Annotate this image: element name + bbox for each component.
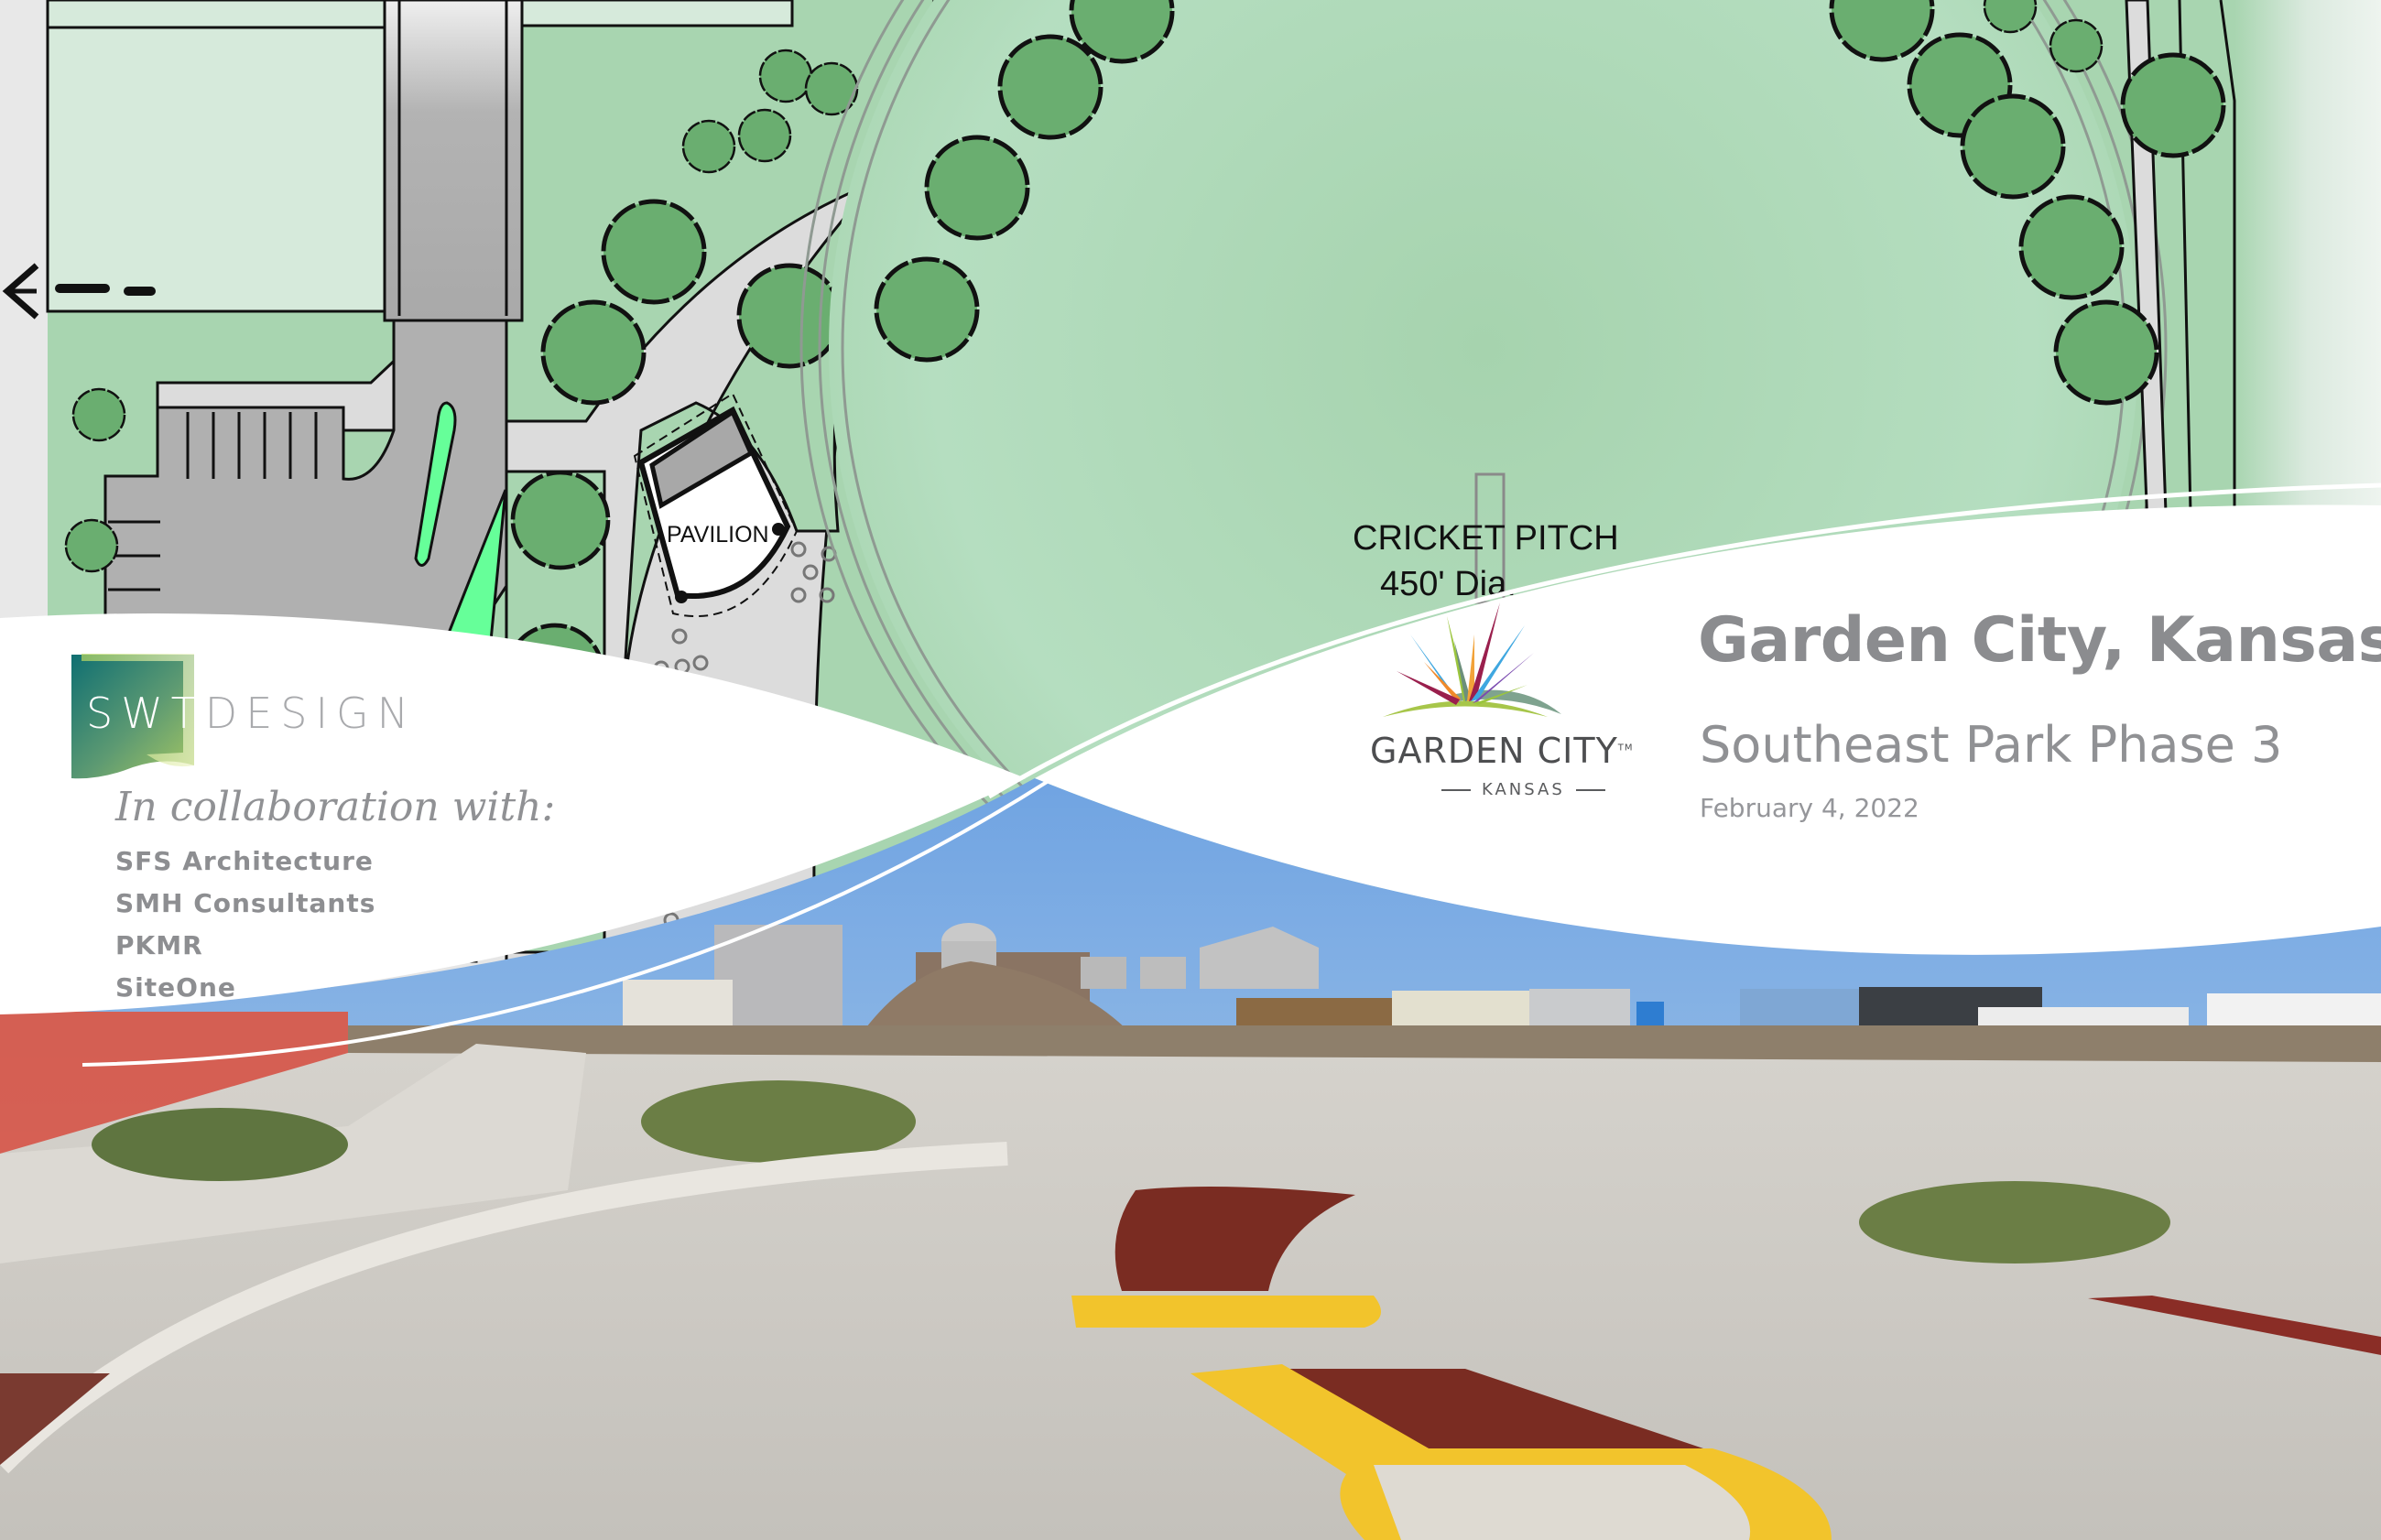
dash-left xyxy=(1441,789,1471,791)
collaboration-heading: In collaboration with: xyxy=(115,784,556,830)
collaborator-item: SMH Consultants xyxy=(115,888,376,918)
west-arrow-icon xyxy=(2,263,156,320)
collaborator-item: SFS Architecture xyxy=(115,846,374,876)
swt-design-logo: SWTDESIGN xyxy=(86,689,417,738)
project-subtitle: Southeast Park Phase 3 xyxy=(1700,716,2283,774)
document-date: February 4, 2022 xyxy=(1700,793,1919,823)
svg-text:CRICKET PITCH: CRICKET PITCH xyxy=(1353,519,1619,558)
logo-design-text: DESIGN xyxy=(204,689,418,738)
garden-city-logo-text: GARDEN CITYTM xyxy=(1370,731,1634,771)
dash-right xyxy=(1575,789,1605,791)
collaborator-list: SFS Architecture SMH Consultants PKMR Si… xyxy=(115,840,375,1009)
collaborator-item: PKMR xyxy=(115,930,203,960)
collaborator-item: SiteOne xyxy=(115,972,236,1003)
logo-swt-text: SWT xyxy=(86,689,205,738)
document-title: Garden City, Kansas xyxy=(1698,604,2381,677)
garden-city-logo-state: KANSAS xyxy=(1430,780,1616,799)
svg-text:PAVILION: PAVILION xyxy=(667,522,769,548)
